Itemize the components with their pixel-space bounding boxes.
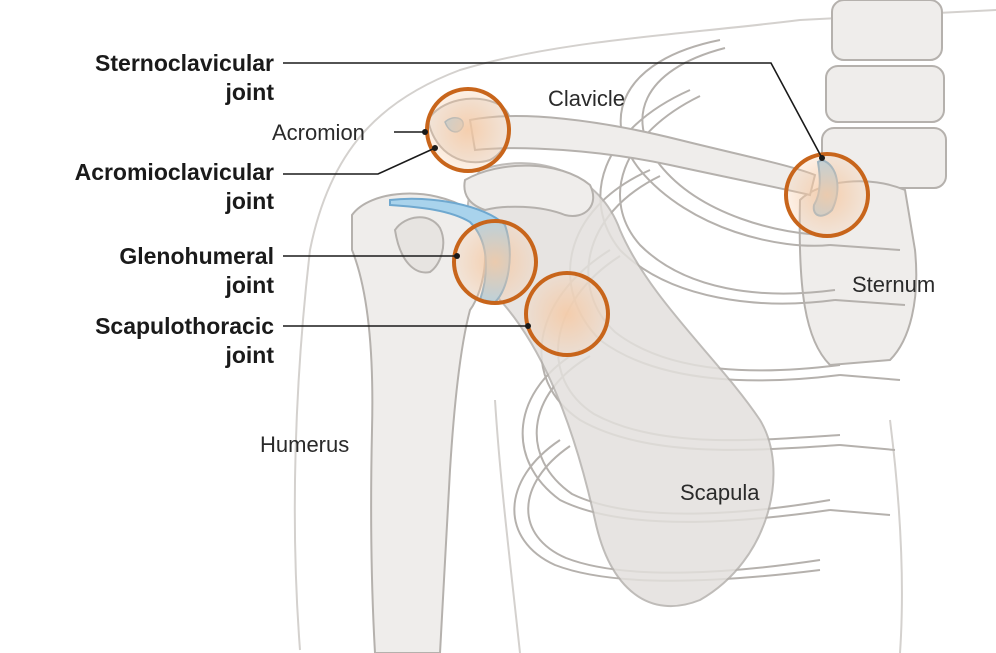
acromioclavicular-joint-label: Acromioclavicular joint: [75, 158, 274, 216]
scapula-bone: [466, 162, 775, 608]
scapulothoracic-label-line1: Scapulothoracic: [95, 313, 274, 339]
sternum-label: Sternum: [852, 272, 936, 297]
joint-circles: [425, 87, 870, 357]
acromioclavicular-joint-circle: [425, 87, 511, 173]
humerus-label: Humerus: [260, 432, 350, 457]
clavicle-label: Clavicle: [548, 86, 626, 111]
glenohumeral-joint-circle: [452, 219, 538, 305]
sternoclavicular-leader: [283, 62, 823, 159]
glenohumeral-label-line2: joint: [225, 272, 274, 298]
scapula-label: Scapula: [680, 480, 760, 505]
sternoclavicular-joint-label: Sternoclavicular joint: [95, 49, 274, 107]
scapulothoracic-joint-circle: [524, 271, 610, 357]
glenohumeral-label-line1: Glenohumeral: [119, 243, 274, 269]
coracoid-bone: [463, 164, 595, 217]
glenohumeral-joint-label: Glenohumeral joint: [119, 242, 274, 300]
acromioclavicular-label-line1: Acromioclavicular: [74, 159, 274, 185]
acromioclavicular-leader: [283, 147, 436, 175]
acromioclavicular-label-line2: joint: [225, 188, 274, 214]
leader-lines: [283, 62, 823, 327]
sternoclavicular-label-line1: Sternoclavicular: [95, 50, 274, 76]
scapulothoracic-label-line2: joint: [225, 342, 274, 368]
scapulothoracic-joint-label: Scapulothoracic joint: [95, 312, 274, 370]
acromion-label: Acromion: [272, 120, 365, 145]
sternoclavicular-label-line2: joint: [225, 79, 274, 105]
sternoclavicular-joint-circle: [784, 152, 870, 238]
